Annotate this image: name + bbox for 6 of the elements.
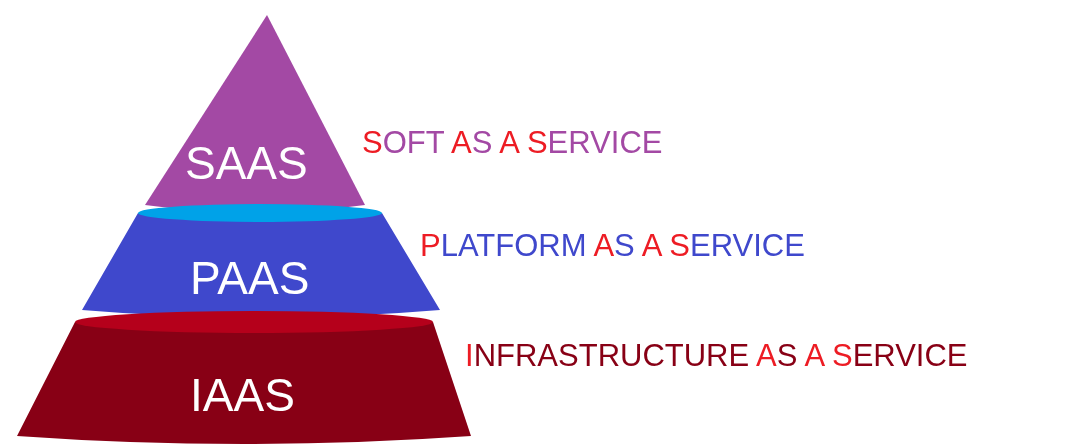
layer-label: IAAS — [190, 372, 295, 418]
layer-description: SOFT AS A SERVICE — [362, 127, 663, 158]
layer-label: PAAS — [190, 255, 310, 301]
layer-label: SAAS — [185, 140, 308, 186]
layer-description: INFRASTRUCTURE AS A SERVICE — [465, 340, 968, 371]
layer-description: PLATFORM AS A SERVICE — [420, 230, 805, 261]
